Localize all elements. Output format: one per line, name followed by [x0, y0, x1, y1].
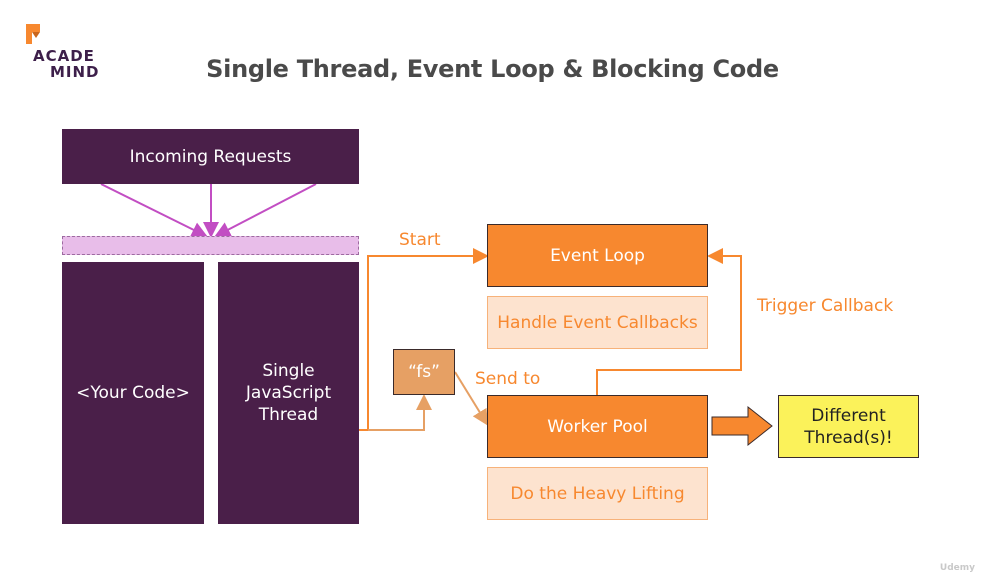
logo-text-acade: ACADE — [33, 47, 95, 65]
thread-to-fs-arrow — [368, 394, 432, 431]
logo-mark-icon — [26, 24, 40, 44]
start-arrow — [359, 248, 489, 431]
heavy-lifting-label: Do the Heavy Lifting — [510, 483, 685, 504]
js-thread-label: Single JavaScript Thread — [245, 361, 332, 425]
your-code-label: <Your Code> — [76, 383, 190, 403]
incoming-requests-box: Incoming Requests — [62, 129, 359, 184]
request-arrow-right — [214, 183, 317, 237]
block-arrow-right-icon — [711, 405, 773, 447]
trigger-callback-arrow — [596, 248, 742, 395]
event-loop-box: Event Loop — [487, 224, 708, 287]
udemy-watermark: Udemy — [939, 563, 975, 573]
your-code-box: <Your Code> — [62, 262, 204, 524]
different-threads-box: Different Thread(s)! — [778, 395, 919, 458]
academind-logo: ACADE MIND — [22, 22, 132, 92]
trigger-callback-label: Trigger Callback — [757, 296, 894, 316]
handle-callbacks-label: Handle Event Callbacks — [497, 312, 698, 333]
send-to-label: Send to — [475, 369, 541, 389]
fs-module-box: “fs” — [393, 349, 455, 395]
request-queue-bar — [62, 236, 359, 255]
request-arrows — [100, 183, 317, 238]
heavy-lifting-box: Do the Heavy Lifting — [487, 467, 708, 520]
different-threads-label: Different Thread(s)! — [804, 405, 893, 448]
worker-pool-label: Worker Pool — [547, 416, 648, 437]
handle-callbacks-box: Handle Event Callbacks — [487, 296, 708, 349]
js-thread-box: Single JavaScript Thread — [218, 262, 359, 524]
slide-title: Single Thread, Event Loop & Blocking Cod… — [206, 55, 779, 83]
send-to-arrow — [454, 371, 489, 426]
worker-pool-box: Worker Pool — [487, 395, 708, 458]
start-label: Start — [399, 230, 441, 250]
fs-module-label: “fs” — [408, 362, 440, 382]
event-loop-label: Event Loop — [550, 245, 645, 266]
logo-text-mind: MIND — [50, 63, 100, 81]
incoming-requests-label: Incoming Requests — [129, 146, 292, 167]
request-arrow-left — [100, 183, 208, 237]
